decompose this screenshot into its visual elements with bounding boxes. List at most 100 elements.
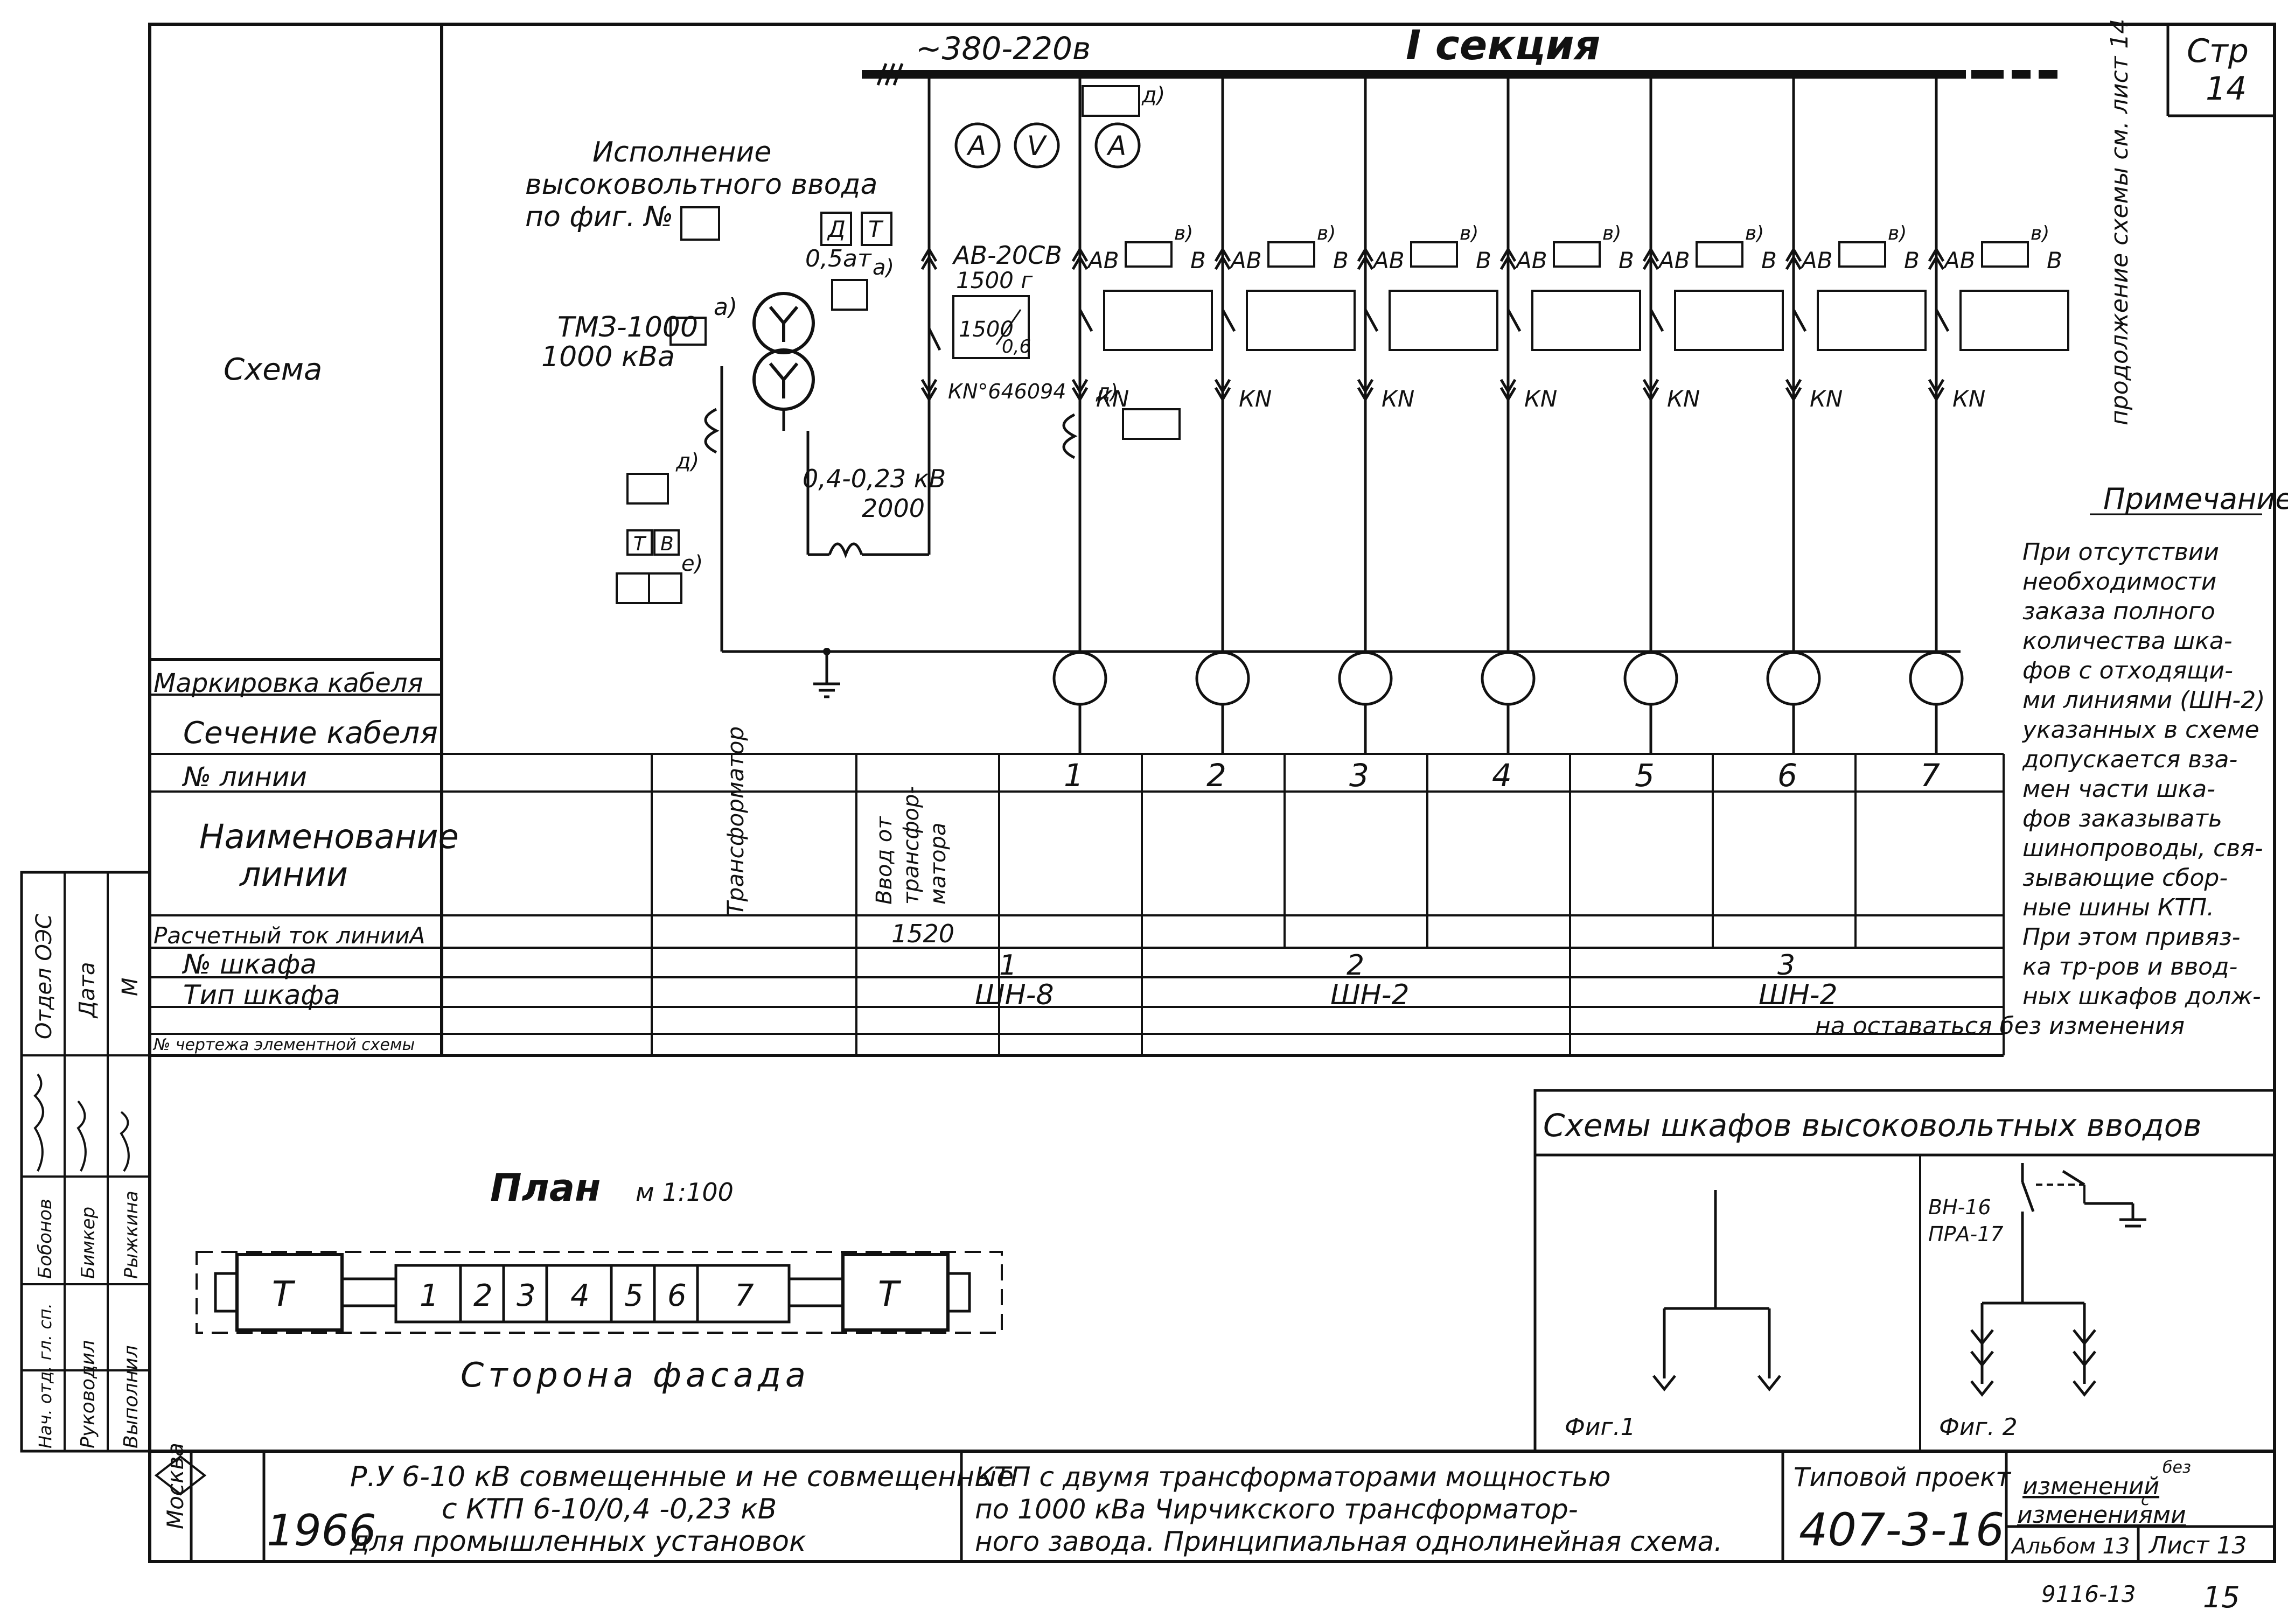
role-label: Выполнил: [120, 1345, 142, 1448]
cable-marking-circle: [1623, 651, 1678, 706]
svg-text:д): д): [1096, 380, 1118, 403]
feeder-box: [1959, 290, 2069, 351]
svg-text:V: V: [1027, 130, 1048, 162]
feeder-mark: в): [1174, 222, 1193, 244]
signer-name: Бобонов: [34, 1199, 56, 1279]
org-city: Москва: [162, 1443, 189, 1529]
line-number: 2: [1206, 757, 1226, 794]
switch-blade-icon: [1364, 309, 1379, 332]
svg-text:Ввод от: Ввод от: [872, 816, 897, 905]
current-transformer-box: [952, 295, 1030, 359]
feeder-mark: в): [1602, 222, 1621, 244]
page-number: 14: [2206, 70, 2247, 108]
signature-scribble: [33, 1073, 44, 1172]
svg-text:A: A: [1106, 130, 1126, 162]
page-number-box: Стр 14: [2187, 32, 2249, 108]
signature-scribble: [76, 1100, 87, 1172]
feeder-b-label: В: [1190, 247, 1206, 274]
feeder-breaker-label: АВ: [1515, 247, 1547, 274]
svg-text:матора: матора: [926, 823, 951, 905]
album-label: Альбом 13: [2010, 1534, 2130, 1559]
line-name-label-2: линии: [239, 855, 348, 894]
org-logo: [154, 1455, 207, 1496]
note-title: Примечание: [2103, 482, 2288, 516]
note-line: допускается вза-: [2022, 746, 2237, 773]
project-label: Типовой проект: [1794, 1462, 2012, 1493]
breaker-arrow-icon: [1785, 247, 1802, 270]
svg-text:A: A: [966, 130, 986, 162]
plan-title: План: [490, 1166, 601, 1210]
breaker-setting-box: [1553, 241, 1601, 268]
stamp-title-3: ного завода. Принципиальная однолинейная…: [975, 1526, 1722, 1557]
signature-block: Отдел ОЭС Дата М Нач. отд. гл. сп. Руков…: [20, 871, 151, 1453]
fuse-arrow-icon: [1071, 379, 1089, 402]
breaker-setting-box: [1267, 241, 1315, 268]
stamp-title-2: по 1000 кВа Чирчикского трансформатор-: [975, 1494, 1578, 1525]
page-label: Стр: [2187, 32, 2249, 70]
switch-blade-icon: [1792, 309, 1807, 332]
feeder-switch-label: КN: [1952, 386, 1985, 412]
stamp-title-1: КТП с двумя трансформаторами мощностью: [975, 1461, 1610, 1493]
current-label: Расчетный ток линииА: [154, 922, 425, 949]
title-stamp: Москва 1966 Р.У 6-10 кВ совмещенные и не…: [148, 872, 2275, 1614]
dept-label: Отдел ОЭС: [32, 914, 57, 1039]
svg-text:е): е): [681, 551, 703, 576]
switch-blade-icon: [1506, 309, 1522, 332]
feeder-breaker-label: АВ: [1800, 247, 1833, 274]
plan-cabinet-number: 6: [667, 1278, 687, 1313]
plan-cabinet-number: 3: [517, 1278, 536, 1313]
feeder-breaker-label: АВ: [1229, 247, 1262, 274]
breaker-setting-box: [1696, 241, 1743, 268]
svg-text:а): а): [873, 255, 894, 280]
signer-name: Бимкер: [78, 1207, 99, 1279]
breaker-arrow-icon: [1357, 247, 1374, 270]
svg-text:2000: 2000: [862, 494, 925, 523]
facade-label: Сторона фасада: [461, 1355, 810, 1395]
cabinet-type-label: Тип шкафа: [183, 979, 340, 1011]
svg-text:ВН-16: ВН-16: [1928, 1195, 1991, 1219]
svg-text:В: В: [660, 533, 674, 555]
svg-text:М: М: [118, 977, 143, 996]
cable-marking-label: Маркировка кабеля: [154, 668, 423, 698]
cable-marking-circle: [1909, 651, 1964, 706]
cabinet-type: ШН-2: [1759, 979, 1838, 1011]
ammeter-icon: [954, 122, 1001, 169]
feeder-mark: в): [1460, 222, 1478, 244]
project-number: 407-3-16: [1799, 1503, 2004, 1556]
note-line: фов заказывать: [2022, 805, 2222, 832]
fuse-arrow-icon: [1499, 379, 1517, 402]
bottom-code: 9116-13: [2041, 1581, 2136, 1607]
note-line: При этом привяз-: [2022, 923, 2240, 951]
feeder-b-label: В: [1904, 247, 1920, 274]
plan-cabinet: [696, 1264, 791, 1324]
svg-text:Т: Т: [878, 1275, 902, 1314]
fuse-arrow-icon: [1785, 379, 1802, 402]
current-transformer-icon: [1062, 413, 1078, 459]
cable-section-label: Сечение кабеля: [183, 716, 438, 751]
role-label: Нач. отд. гл. сп.: [35, 1303, 55, 1448]
outer-border: [148, 23, 2276, 1563]
transformer-label-1: ТМЗ-1000: [557, 311, 698, 344]
role-label: Руководил: [77, 1340, 99, 1448]
feeder-mark: в): [1317, 222, 1336, 244]
note-line: шинопроводы, свя-: [2022, 835, 2263, 862]
feeder-box: [1103, 290, 1213, 351]
stamp-year: 1966: [267, 1506, 376, 1556]
cable-marking-circle: [1481, 651, 1536, 706]
plan-cabinet-number: 7: [735, 1278, 754, 1313]
cabinet-number: 3: [1777, 949, 1795, 982]
note-line: фов с отходящи-: [2022, 657, 2233, 684]
breaker-setting-box: [1981, 241, 2029, 268]
switch-blade-icon: [1649, 309, 1664, 332]
cabinet-number: 2: [1347, 949, 1364, 982]
cable-marking-circle: [1338, 651, 1393, 706]
line-number: 7: [1920, 757, 1940, 794]
cable-marking-circle: [1766, 651, 1821, 706]
breaker-arrow-icon: [1214, 247, 1231, 270]
continuation-note: продолжение схемы см. лист 14: [2106, 19, 2133, 425]
